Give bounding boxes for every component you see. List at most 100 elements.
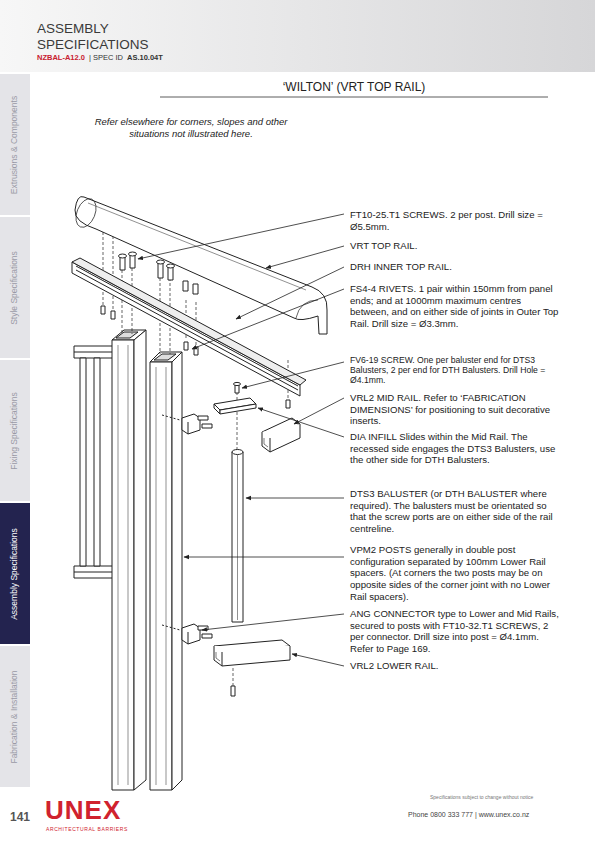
- ft10-32-screw: [162, 625, 180, 630]
- vrl2-lower-rail: [214, 640, 290, 666]
- ang-connector: [182, 414, 200, 434]
- callout-text: VRT TOP RAIL.: [350, 240, 562, 252]
- leader-line: [202, 614, 344, 630]
- spec-id: NZBAL-A12.0: [37, 53, 85, 62]
- vrt-top-rail: [296, 300, 318, 318]
- dia-infill: [214, 398, 256, 414]
- screw-axis: [103, 232, 104, 305]
- sidebar-tab: Style Specifications: [0, 217, 30, 358]
- ang-connector: [182, 414, 200, 644]
- leader-line: [184, 557, 344, 558]
- header-band: [0, 0, 595, 72]
- dia-infill: [220, 404, 256, 414]
- callout-text: DRH INNER TOP RAIL.: [350, 261, 562, 273]
- lower-rail-spacer: [80, 358, 86, 566]
- vpm2-post: [166, 367, 167, 785]
- vpm2-post: [156, 367, 157, 785]
- ft10-32-screw: [202, 424, 212, 428]
- tab-label: Assembly Specifications: [10, 519, 20, 629]
- lower-rail-spacer: [94, 358, 100, 566]
- leader-line: [266, 246, 344, 268]
- fs4-rivet: [184, 342, 188, 350]
- ang-connector: [188, 632, 189, 644]
- vpm2-post: [112, 330, 146, 790]
- fv6-screw: [234, 382, 241, 385]
- lower-rail-spacer: [74, 346, 114, 358]
- callout-text: ANG CONNECTOR type to Lower and Mid Rail…: [350, 608, 562, 655]
- dts3-baluster: [232, 450, 243, 455]
- lower-rail-spacer: [74, 566, 114, 578]
- vpm2-post: [112, 340, 134, 790]
- leader-line: [138, 214, 344, 666]
- spec-row: NZBAL-A12.0 | SPEC ID AS.10.04T: [37, 53, 163, 62]
- ang-connector: [188, 422, 189, 434]
- sidebar-tab: Extrusions & Components: [0, 74, 30, 215]
- ft10-32-screw: [198, 416, 208, 420]
- rail-illustration: [72, 196, 327, 790]
- vrt-top-rail: [75, 197, 327, 334]
- fs4-rivet: [101, 306, 105, 314]
- vrt-top-rail: [72, 196, 100, 231]
- vrt-top-rail: [72, 196, 327, 334]
- header-band: [0, 0, 595, 97]
- ft10-32-screw: [162, 415, 180, 420]
- brand-logo: UNEX: [45, 795, 155, 827]
- fs4-rivet: [193, 284, 198, 294]
- tab-label: Style Specifications: [10, 233, 20, 343]
- tab-label: Fixing Specifications: [10, 376, 20, 486]
- vpm2-post: [128, 345, 129, 785]
- vrl2-lower-rail: [222, 652, 223, 666]
- vrl2-mid-rail: [270, 438, 271, 452]
- header-band: [160, 97, 548, 98]
- sidebar-tab: Fixing Specifications: [0, 360, 30, 501]
- leader-line: [138, 214, 344, 259]
- sidebar-tab: Assembly Specifications: [0, 503, 30, 644]
- spec-id: | SPEC ID: [89, 53, 123, 62]
- leader-line: [242, 362, 344, 388]
- vpm2-post: [172, 352, 182, 790]
- lower-rail-spacer: [74, 572, 114, 573]
- fv6-screw: [231, 686, 235, 696]
- ft10-screw: [119, 254, 127, 258]
- leader-line: [236, 267, 344, 319]
- callout-text: VRL2 LOWER RAIL.: [350, 660, 562, 672]
- vpm2-post: [116, 332, 138, 338]
- tab-label: Fabrication & Installation: [10, 662, 20, 772]
- lower-rail-spacer: [74, 352, 114, 353]
- dts3-baluster: [232, 450, 243, 623]
- lower-rail-spacer: [74, 346, 114, 578]
- page-heading: ASSEMBLY SPECIFICATIONS: [37, 21, 167, 53]
- leader-line: [246, 498, 344, 499]
- vpm2-post: [154, 354, 176, 360]
- vpm2-post: [150, 352, 182, 790]
- dts3-baluster: [237, 455, 238, 620]
- vpm2-post: [150, 362, 172, 790]
- vrl2-lower-rail: [214, 646, 290, 666]
- vpm2-post: [134, 330, 146, 790]
- callout-text: VPM2 POSTS generally in double post conf…: [350, 544, 562, 603]
- fs4-rivet: [111, 311, 115, 319]
- ang-connector: [182, 624, 200, 644]
- section-heading: ‘WILTON’ (VRT TOP RAIL): [160, 80, 548, 95]
- vrl2-lower-rail: [216, 652, 220, 661]
- ft10-screw: [167, 264, 175, 268]
- spec-id: AS.10.04T: [127, 53, 163, 62]
- leader-line: [292, 654, 344, 666]
- leader-line: [192, 289, 344, 349]
- vrl2-mid-rail: [262, 424, 300, 452]
- callout-text: FV6-19 SCREW. One per baluster end for D…: [350, 356, 562, 386]
- ft10-screw: [157, 260, 165, 264]
- sidebar: [0, 72, 30, 792]
- fs4-rivet: [286, 400, 290, 408]
- brand-tagline: ARCHITECTURAL BARRIERS: [46, 826, 156, 832]
- callout-text: VRL2 MID RAIL. Refer to ‘FABRICATION DIM…: [350, 392, 562, 427]
- leader-line: [294, 398, 344, 424]
- callout-text: DIA INFILL Slides within the Mid Rail. T…: [350, 431, 562, 466]
- vpm2-post: [118, 345, 119, 785]
- screw-axis: [122, 270, 123, 334]
- ft10-32-screw: [162, 415, 212, 638]
- callout-text: FT10-25.T1 SCREWS. 2 per post. Drill siz…: [350, 209, 562, 232]
- screw-axis: [233, 668, 234, 688]
